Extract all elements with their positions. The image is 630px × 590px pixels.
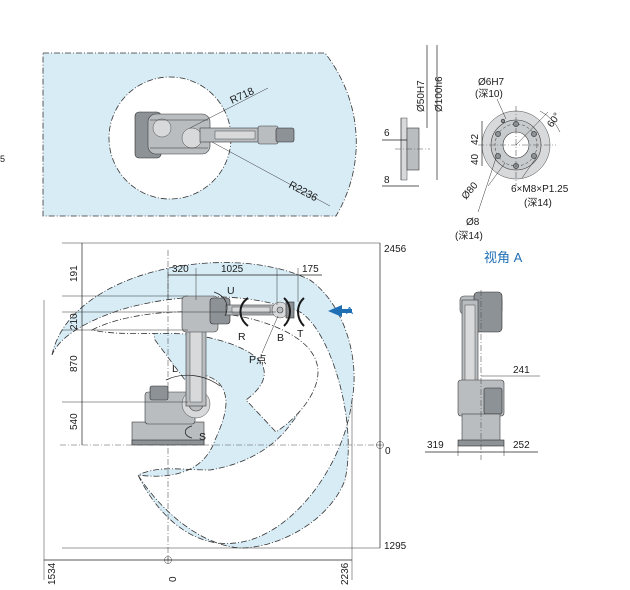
robot-top	[134, 111, 295, 159]
d100-label: Ø100h6	[434, 76, 445, 112]
dim-252: 252	[513, 440, 530, 451]
view-a: 视角 A 241 319 252	[425, 250, 540, 460]
reach-right: 2236	[340, 562, 351, 585]
dim-540: 540	[69, 413, 80, 430]
dim-191: 191	[69, 265, 80, 282]
robot-side	[131, 295, 295, 446]
axis-l: L	[172, 363, 178, 375]
tap-label: 6×M8×P1.25	[511, 184, 569, 195]
axis-t-arrow-icon	[297, 297, 305, 327]
dim-320: 320	[172, 264, 189, 275]
p-point-label: P点	[249, 354, 267, 366]
axis-b-arrow-icon	[283, 297, 291, 327]
pcd-label: Ø80	[460, 180, 481, 202]
dim-319: 319	[427, 440, 444, 451]
axis-b: B	[277, 332, 284, 344]
view-a-arrow-label: A	[346, 305, 353, 317]
dim-6: 6	[384, 128, 390, 139]
axis-r: R	[238, 331, 246, 343]
dim-175: 175	[302, 264, 319, 275]
dim-210: 210	[69, 313, 80, 330]
axis-l-arrow-icon	[165, 374, 221, 387]
height-2456: 2456	[384, 244, 407, 255]
dim-8: 8	[384, 175, 390, 186]
tap-depth: (深14)	[524, 197, 552, 209]
axis-s: S	[199, 431, 206, 443]
left-margin-char: 5	[0, 154, 5, 164]
dim-870: 870	[69, 355, 80, 372]
view-a-title: 视角 A	[484, 250, 523, 265]
axis-s-arrow-icon	[184, 425, 193, 439]
origin-right: 0	[385, 446, 391, 457]
axis-u: U	[227, 285, 235, 297]
top-view: R718 R2236	[42, 52, 357, 217]
d50-label: Ø50H7	[416, 80, 427, 112]
hole-depth: (深14)	[455, 230, 483, 242]
dim-241: 241	[513, 365, 530, 376]
origin-bottom: 0	[168, 576, 179, 582]
reach-left: 1534	[47, 562, 58, 585]
axis-t: T	[297, 328, 304, 340]
angle-60: 60°	[545, 111, 563, 130]
view-a-arrow-icon	[328, 305, 352, 317]
side-view: 191 210 870 540 320 1025 175 2456 0 1295…	[43, 242, 407, 585]
pin-hole-label: Ø6H7	[478, 77, 505, 88]
axis-r-arrow-icon	[239, 297, 249, 327]
flange-detail: Ø50H7 Ø100h6 6 8 Ø6H7 (深10) 42 40 Ø80 60…	[382, 45, 569, 242]
pin-hole-depth: (深10)	[475, 88, 503, 100]
dim-40: 40	[470, 153, 481, 165]
dim-42: 42	[470, 133, 481, 145]
depth-1295: 1295	[384, 541, 407, 552]
hole-label: Ø8	[466, 217, 480, 228]
dim-1025: 1025	[221, 264, 244, 275]
axis-u-arrow-icon	[213, 291, 228, 317]
